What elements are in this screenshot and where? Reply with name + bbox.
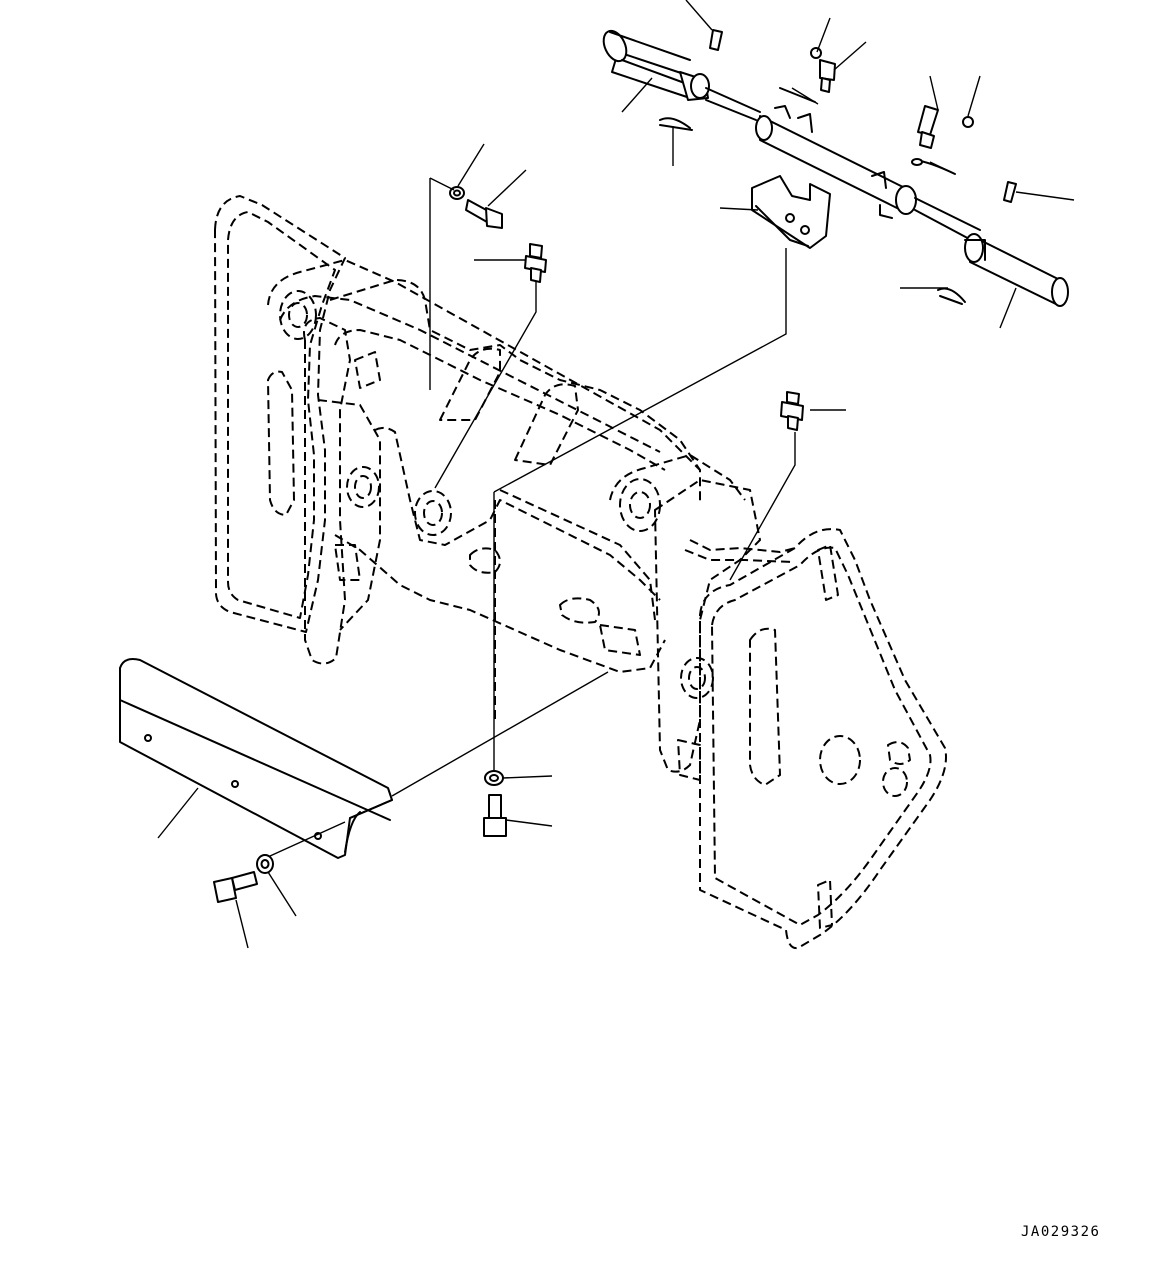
leader-lines <box>157 0 1075 949</box>
lock-pin-assembly <box>602 29 1069 307</box>
guard-plate <box>119 658 393 859</box>
fasteners <box>213 186 804 903</box>
drawing-id: JA029326 <box>1021 1224 1101 1240</box>
quick-coupler-frame <box>214 195 947 950</box>
bracket <box>751 175 831 249</box>
